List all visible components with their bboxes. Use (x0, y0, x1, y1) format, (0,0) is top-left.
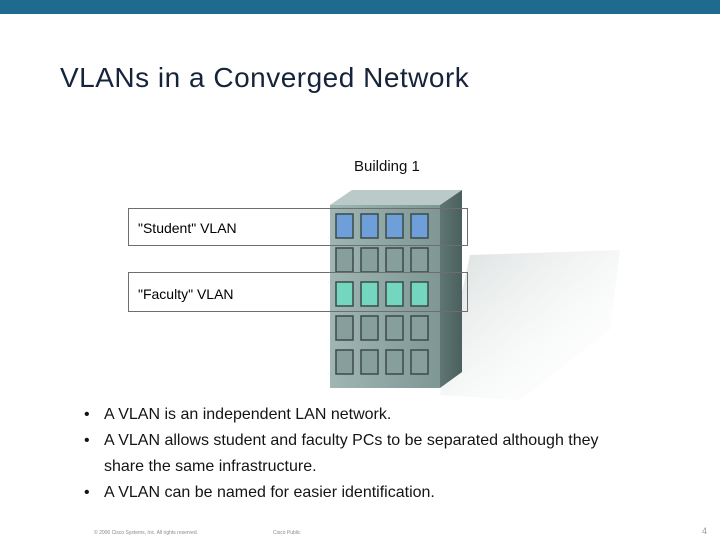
bullet-text: A VLAN allows student and faculty PCs to… (104, 432, 599, 475)
student-window (360, 213, 379, 239)
footer-classification: Cisco Public (273, 530, 301, 536)
bullet-text: A VLAN is an independent LAN network. (104, 406, 392, 423)
bullet-dot: • (84, 432, 90, 449)
faculty-vlan-box: "Faculty" VLAN (128, 272, 468, 312)
window (335, 349, 354, 375)
page-number: 4 (702, 526, 708, 536)
bullet-item: • A VLAN can be named for easier identifi… (82, 480, 642, 506)
student-window (335, 213, 354, 239)
building-top (330, 190, 462, 205)
bullet-text: A VLAN can be named for easier identific… (104, 484, 435, 501)
bullet-dot: • (84, 484, 90, 501)
bullet-dot: • (84, 406, 90, 423)
faculty-window (385, 281, 404, 307)
window (385, 315, 404, 341)
bullet-list: • A VLAN is an independent LAN network. •… (82, 402, 642, 506)
building-label: Building 1 (354, 158, 420, 175)
top-bar (0, 0, 720, 14)
window (385, 349, 404, 375)
window (385, 247, 404, 273)
student-window (385, 213, 404, 239)
faculty-window (335, 281, 354, 307)
window (360, 315, 379, 341)
building-shadow (440, 250, 620, 400)
bullet-item: • A VLAN is an independent LAN network. (82, 402, 642, 428)
bullet-item: • A VLAN allows student and faculty PCs t… (82, 428, 642, 480)
window (410, 247, 429, 273)
window (335, 247, 354, 273)
student-window (410, 213, 429, 239)
student-vlan-label: "Student" VLAN (138, 220, 237, 236)
slide-title: VLANs in a Converged Network (60, 62, 470, 93)
footer-copyright: © 2006 Cisco Systems, Inc. All rights re… (94, 530, 199, 536)
building-windows (335, 213, 429, 375)
window (335, 315, 354, 341)
faculty-vlan-label: "Faculty" VLAN (138, 286, 234, 302)
window (360, 349, 379, 375)
student-vlan-box: "Student" VLAN (128, 208, 468, 246)
faculty-window (360, 281, 379, 307)
window (410, 315, 429, 341)
faculty-window (410, 281, 429, 307)
building-side (440, 190, 462, 388)
window (410, 349, 429, 375)
window (360, 247, 379, 273)
